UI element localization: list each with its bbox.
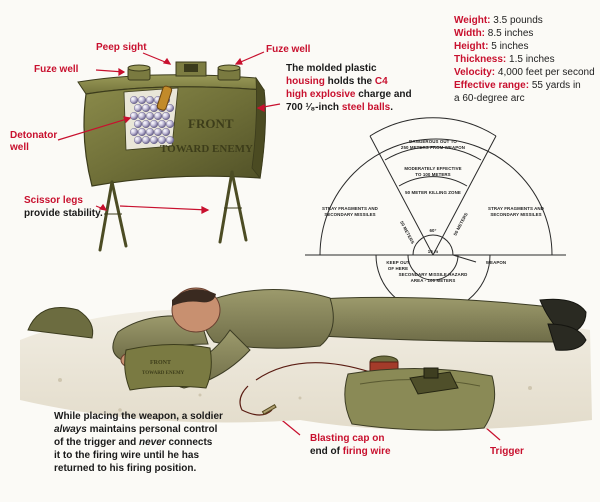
steel-ball [161,111,170,120]
peep-sight-label: Peep sight [96,42,147,53]
svg-text:WEAPON: WEAPON [486,260,506,265]
steel-ball [165,119,174,128]
steel-ball [141,135,150,144]
steel-ball [141,103,150,112]
scissor-legs [98,170,248,252]
spec-velocity: Velocity: 4,000 feet per second [454,67,595,78]
svg-text:250 METERS FROM WEAPON: 250 METERS FROM WEAPON [401,145,465,150]
svg-text:SECONDARY MISSILES: SECONDARY MISSILES [490,212,541,217]
steel-ball [145,111,154,120]
steel-ball [141,119,150,128]
steel-ball [133,119,142,128]
svg-text:TO 100 METERS: TO 100 METERS [415,172,450,177]
steel-ball [133,135,142,144]
svg-text:60°: 60° [430,228,437,233]
steel-ball [157,135,166,144]
steel-ball [149,103,158,112]
steel-ball [149,119,158,128]
trigger-label: Trigger [490,446,524,457]
steel-ball [145,95,154,104]
steel-ball [129,95,138,104]
svg-text:AREA - 100 METERS: AREA - 100 METERS [411,278,456,283]
steel-ball [153,127,162,136]
spec-height: Height: 5 inches [454,41,529,52]
steel-ball [157,119,166,128]
scissor-legs-line1: Scissor legs [24,195,83,206]
svg-text:DANGEROUS OUT TO: DANGEROUS OUT TO [409,139,457,144]
steel-ball [133,103,142,112]
svg-text:STRAY FRAGMENTS AND: STRAY FRAGMENTS AND [322,206,378,211]
steel-ball [129,127,138,136]
soldier-note: While placing the weapon, a soldier alwa… [54,411,223,474]
steel-ball [145,127,154,136]
svg-text:50 METERS: 50 METERS [399,220,415,245]
blasting-cap-label: Blasting cap on end of firing wire [310,433,391,457]
spec-range: Effective range: 55 yards in [454,80,581,91]
claymore-mine: FRONT TOWARD ENEMY [77,61,266,252]
detonator-well-label: Detonator well [10,130,57,154]
svg-text:KEEP OUT: KEEP OUT [386,260,409,265]
steel-ball [165,135,174,144]
steel-ball [137,95,146,104]
spec-weight: Weight: 3.5 pounds [454,15,543,26]
spec-thickness: Thickness: 1.5 inches [454,54,555,65]
svg-text:MODERATELY EFFECTIVE: MODERATELY EFFECTIVE [404,166,461,171]
specs-panel: Weight: 3.5 pounds Width: 8.5 inches Hei… [454,14,595,105]
scissor-legs-label: Scissor legs provide stability. [24,194,103,220]
soldier-scene: FRONT TOWARD ENEMY [20,287,592,431]
steel-ball [129,111,138,120]
svg-text:TOWARD ENEMY: TOWARD ENEMY [142,371,185,376]
svg-text:STRAY FRAGMENTS AND: STRAY FRAGMENTS AND [488,206,544,211]
steel-ball [153,111,162,120]
svg-text:16 m: 16 m [428,249,438,254]
spec-width: Width: 8.5 inches [454,28,534,39]
steel-ball [161,127,170,136]
svg-text:FRONT: FRONT [150,360,171,366]
svg-text:SECONDARY MISSILE HAZARD: SECONDARY MISSILE HAZARD [399,272,468,277]
detonator-well-line2: well [10,142,29,153]
housing-note: The molded plastic housing holds the C4 … [286,63,412,113]
steel-ball [137,111,146,120]
svg-text:SECONDARY MISSILES: SECONDARY MISSILES [324,212,375,217]
fuze-well-right-label: Fuze well [266,44,311,55]
spec-range-arc: a 60-degree arc [454,93,525,104]
svg-text:50 METER KILLING ZONE: 50 METER KILLING ZONE [405,190,461,195]
svg-text:OF HERE: OF HERE [388,266,408,271]
detonator-well-line1: Detonator [10,130,58,141]
svg-text:50 METERS: 50 METERS [452,212,468,237]
steel-ball [149,135,158,144]
scissor-legs-line2: provide stability. [24,208,103,219]
mine-toward-enemy-text: TOWARD ENEMY [160,143,253,155]
mine-front-text: FRONT [188,116,234,131]
fuze-well-left-label: Fuze well [34,64,79,75]
danger-zone-labels: DANGEROUS OUT TO 250 METERS FROM WEAPON … [322,139,544,283]
steel-ball [137,127,146,136]
